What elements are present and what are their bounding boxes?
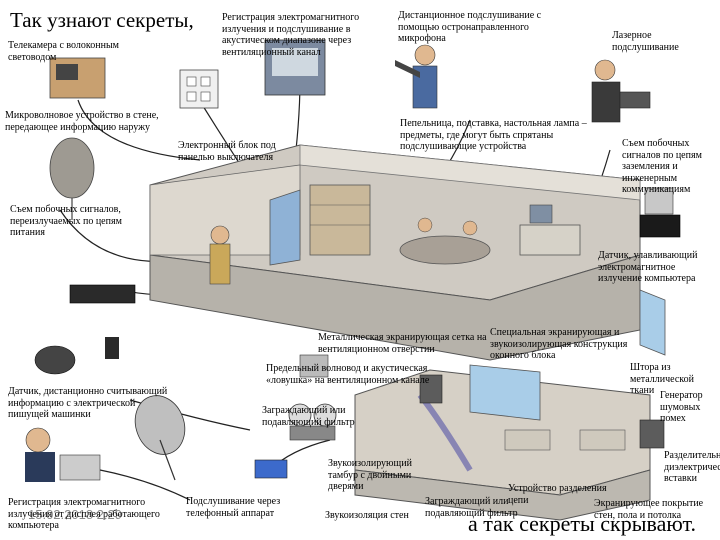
title-bottom: а так секреты скрывают. (468, 511, 696, 536)
label-typewriter-sensor: Датчик, дистанционно считывающий информа… (8, 386, 168, 420)
label-metal-grid: Металлическая экранирующая сетка на вент… (318, 332, 487, 355)
label-vent-waveguide: Предельный волновод и акустическая «лову… (266, 363, 430, 386)
label-electronic-block: Электронный блок под панелью выключателя (178, 140, 276, 163)
label-shield-coating: Экранирующее покрытие стен, пола и потол… (594, 498, 704, 521)
label-window-block: Специальная экранирующая и звукоизолирую… (490, 327, 628, 361)
label-filter-bottom: Заграждающий или подавляющий фильтр (425, 496, 518, 519)
label-em-registration-bottom: Регистрация электромагнитного излучения … (8, 497, 160, 531)
label-soundproof-walls: Звукоизоляция стен (325, 510, 409, 521)
label-filter-left: Заграждающий или подавляющий фильтр (262, 405, 355, 428)
label-fiber-camera: Телекамера с волоконным световодом (8, 40, 119, 63)
label-line-separator: Устройство разделения цепи (508, 483, 607, 506)
label-laser: Лазерное подслушивание (612, 30, 679, 53)
title-top: Так узнают секреты, (10, 8, 194, 32)
label-computer-sensor: Датчик, улавливающий электромагнитное из… (598, 250, 698, 284)
label-ashtray: Пепельница, подставка, настольная лампа … (400, 118, 587, 152)
label-metal-curtain: Штора из металлической ткани (630, 362, 694, 396)
label-ground-signals: Съем побочных сигналов по цепям заземлен… (622, 138, 702, 195)
top-room (149, 144, 641, 361)
label-directional-mic: Дистанционное подслушивание с помощью ос… (398, 10, 542, 44)
label-phone-tap: Подслушивание через телефонный аппарат (186, 496, 281, 519)
label-em-registration-top: Регистрация электромагнитного излучения … (222, 12, 360, 58)
label-dielectric-inserts: Разделительные диэлектрические вставки (664, 450, 720, 484)
label-power-signals: Съем побочных сигналов, переизлучаемых п… (10, 204, 122, 238)
label-soundproof-door: Звукоизолирующий тамбур с двойными дверя… (328, 458, 412, 492)
device-icons (25, 39, 681, 482)
label-noise-generator: Генератор шумовых помех (660, 390, 703, 424)
label-microwave: Микроволновое устройство в стене, переда… (5, 110, 159, 133)
timestamp: 15.02.2018 2:29 (28, 507, 122, 522)
